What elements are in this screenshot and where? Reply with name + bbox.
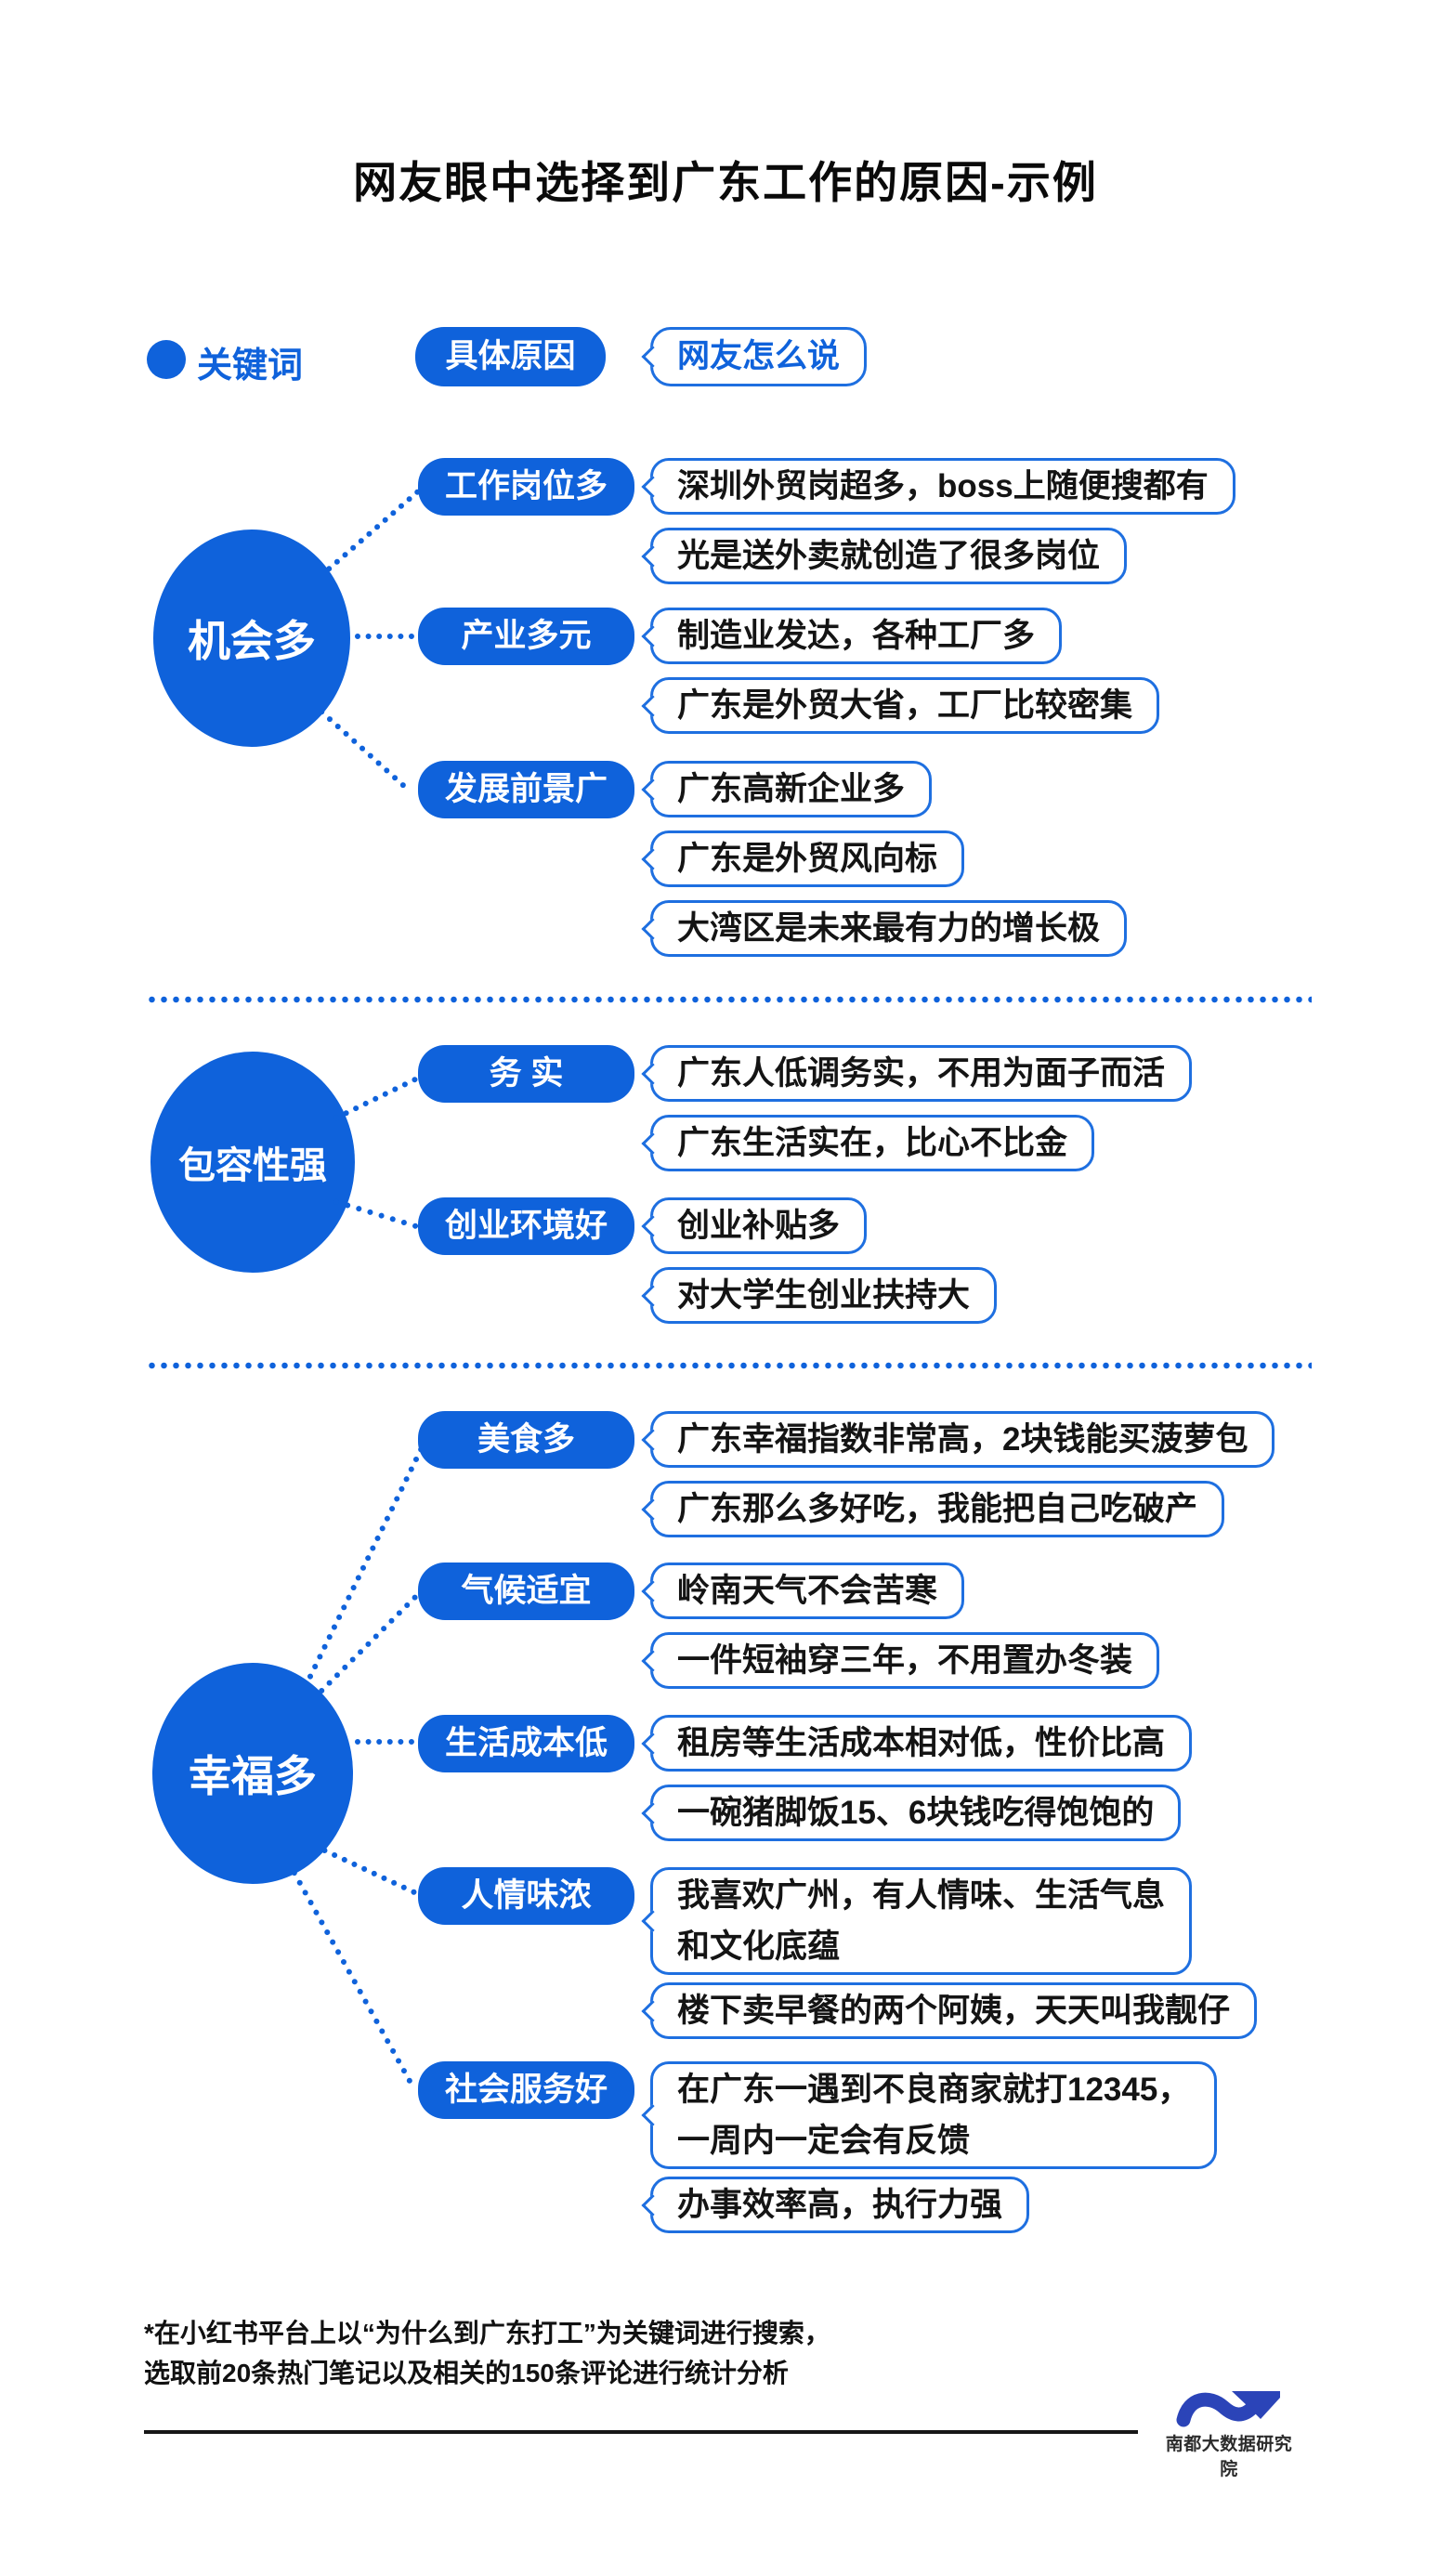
quote-bubble: 办事效率高，执行力强	[650, 2177, 1030, 2233]
quote-bubble: 楼下卖早餐的两个阿姨，天天叫我靓仔	[650, 1982, 1258, 2039]
reason-pill: 美食多	[418, 1411, 634, 1469]
keyword-legend-dot-icon	[147, 340, 186, 379]
section-divider-dotted	[146, 1362, 1312, 1369]
keyword-circle-inclusiveness: 包容性强	[150, 1052, 355, 1273]
footer-divider-line	[144, 2430, 1138, 2434]
quote-bubble: 租房等生活成本相对低，性价比高	[650, 1715, 1193, 1772]
footnote-line-1: *在小红书平台上以“为什么到广东打工”为关键词进行搜索，	[144, 2319, 830, 2347]
section-divider-dotted	[146, 996, 1312, 1003]
footnote-line-2: 选取前20条热门笔记以及相关的150条评论进行统计分析	[144, 2359, 789, 2387]
page-title: 网友眼中选择到广东工作的原因-示例	[353, 158, 1098, 207]
methodology-footnote: *在小红书平台上以“为什么到广东打工”为关键词进行搜索， 选取前20条热门笔记以…	[144, 2313, 830, 2393]
quote-bubble: 广东人低调务实，不用为面子而活	[650, 1045, 1193, 1102]
quote-bubble: 一件短袖穿三年，不用置办冬装	[650, 1632, 1160, 1689]
quote-bubble: 广东幸福指数非常高，2块钱能买菠萝包	[650, 1411, 1275, 1468]
reason-pill: 人情味浓	[418, 1867, 634, 1925]
nandu-logo-label: 南都大数据研究院	[1165, 2435, 1293, 2479]
quote-bubble: 我喜欢广州，有人情味、生活气息 和文化底蕴	[650, 1867, 1193, 1975]
keyword-circle-label: 机会多	[188, 617, 316, 665]
reason-pill: 生活成本低	[418, 1715, 634, 1772]
nandu-wave-logo-icon	[1176, 2391, 1280, 2427]
keyword-circle-label: 包容性强	[178, 1145, 327, 1186]
quote-bubble: 广东生活实在，比心不比金	[650, 1115, 1095, 1171]
keyword-circle-label: 幸福多	[189, 1752, 317, 1800]
reason-pill: 创业环境好	[418, 1197, 634, 1255]
connector-dotted-line	[333, 1198, 419, 1230]
connector-dotted-line	[355, 1739, 414, 1745]
quote-bubble: 广东是外贸风向标	[650, 830, 965, 887]
quote-bubble: 制造业发达，各种工厂多	[650, 608, 1063, 664]
reason-pill: 产业多元	[418, 608, 634, 665]
connector-dotted-line	[333, 1076, 419, 1122]
quote-bubble: 大湾区是未来最有力的增长极	[650, 900, 1128, 957]
connector-dotted-line	[317, 708, 408, 790]
reason-pill: 发展前景广	[418, 761, 634, 818]
quote-bubble: 光是送外卖就创造了很多岗位	[650, 528, 1128, 584]
keyword-circle-opportunities: 机会多	[153, 530, 350, 747]
reason-pill: 社会服务好	[418, 2061, 634, 2119]
connector-dotted-line	[325, 488, 422, 573]
reason-pill: 工作岗位多	[418, 458, 634, 516]
quote-bubble: 广东是外贸大省，工厂比较密集	[650, 677, 1160, 734]
connector-dotted-line	[318, 1593, 419, 1695]
reason-pill: 气候适宜	[418, 1563, 634, 1620]
quote-bubble: 深圳外贸岗超多，boss上随便搜都有	[650, 458, 1235, 515]
quote-bubble: 对大学生创业扶持大	[650, 1267, 998, 1324]
quote-bubble: 创业补贴多	[650, 1197, 868, 1254]
quote-bubble: 广东高新企业多	[650, 761, 933, 817]
quote-bubble: 一碗猪脚饭15、6块钱吃得饱饱的	[650, 1785, 1182, 1841]
legend-quote-bubble: 网友怎么说	[650, 327, 868, 386]
quote-bubble: 广东那么多好吃，我能把自己吃破产	[650, 1481, 1225, 1537]
nandu-logo: 南都大数据研究院	[1161, 2389, 1297, 2480]
reason-pill: 务 实	[418, 1045, 634, 1103]
quote-bubble: 岭南天气不会苦寒	[650, 1563, 965, 1619]
quote-bubble: 在广东一遇到不良商家就打12345， 一周内一定会有反馈	[650, 2061, 1218, 2169]
legend-reason-pill: 具体原因	[415, 327, 606, 386]
legend-keyword-label: 关键词	[197, 347, 304, 386]
connector-dotted-line	[320, 1847, 418, 1896]
connector-dotted-line	[290, 1869, 414, 2086]
keyword-circle-happiness: 幸福多	[152, 1663, 353, 1884]
connector-dotted-line	[355, 634, 414, 639]
